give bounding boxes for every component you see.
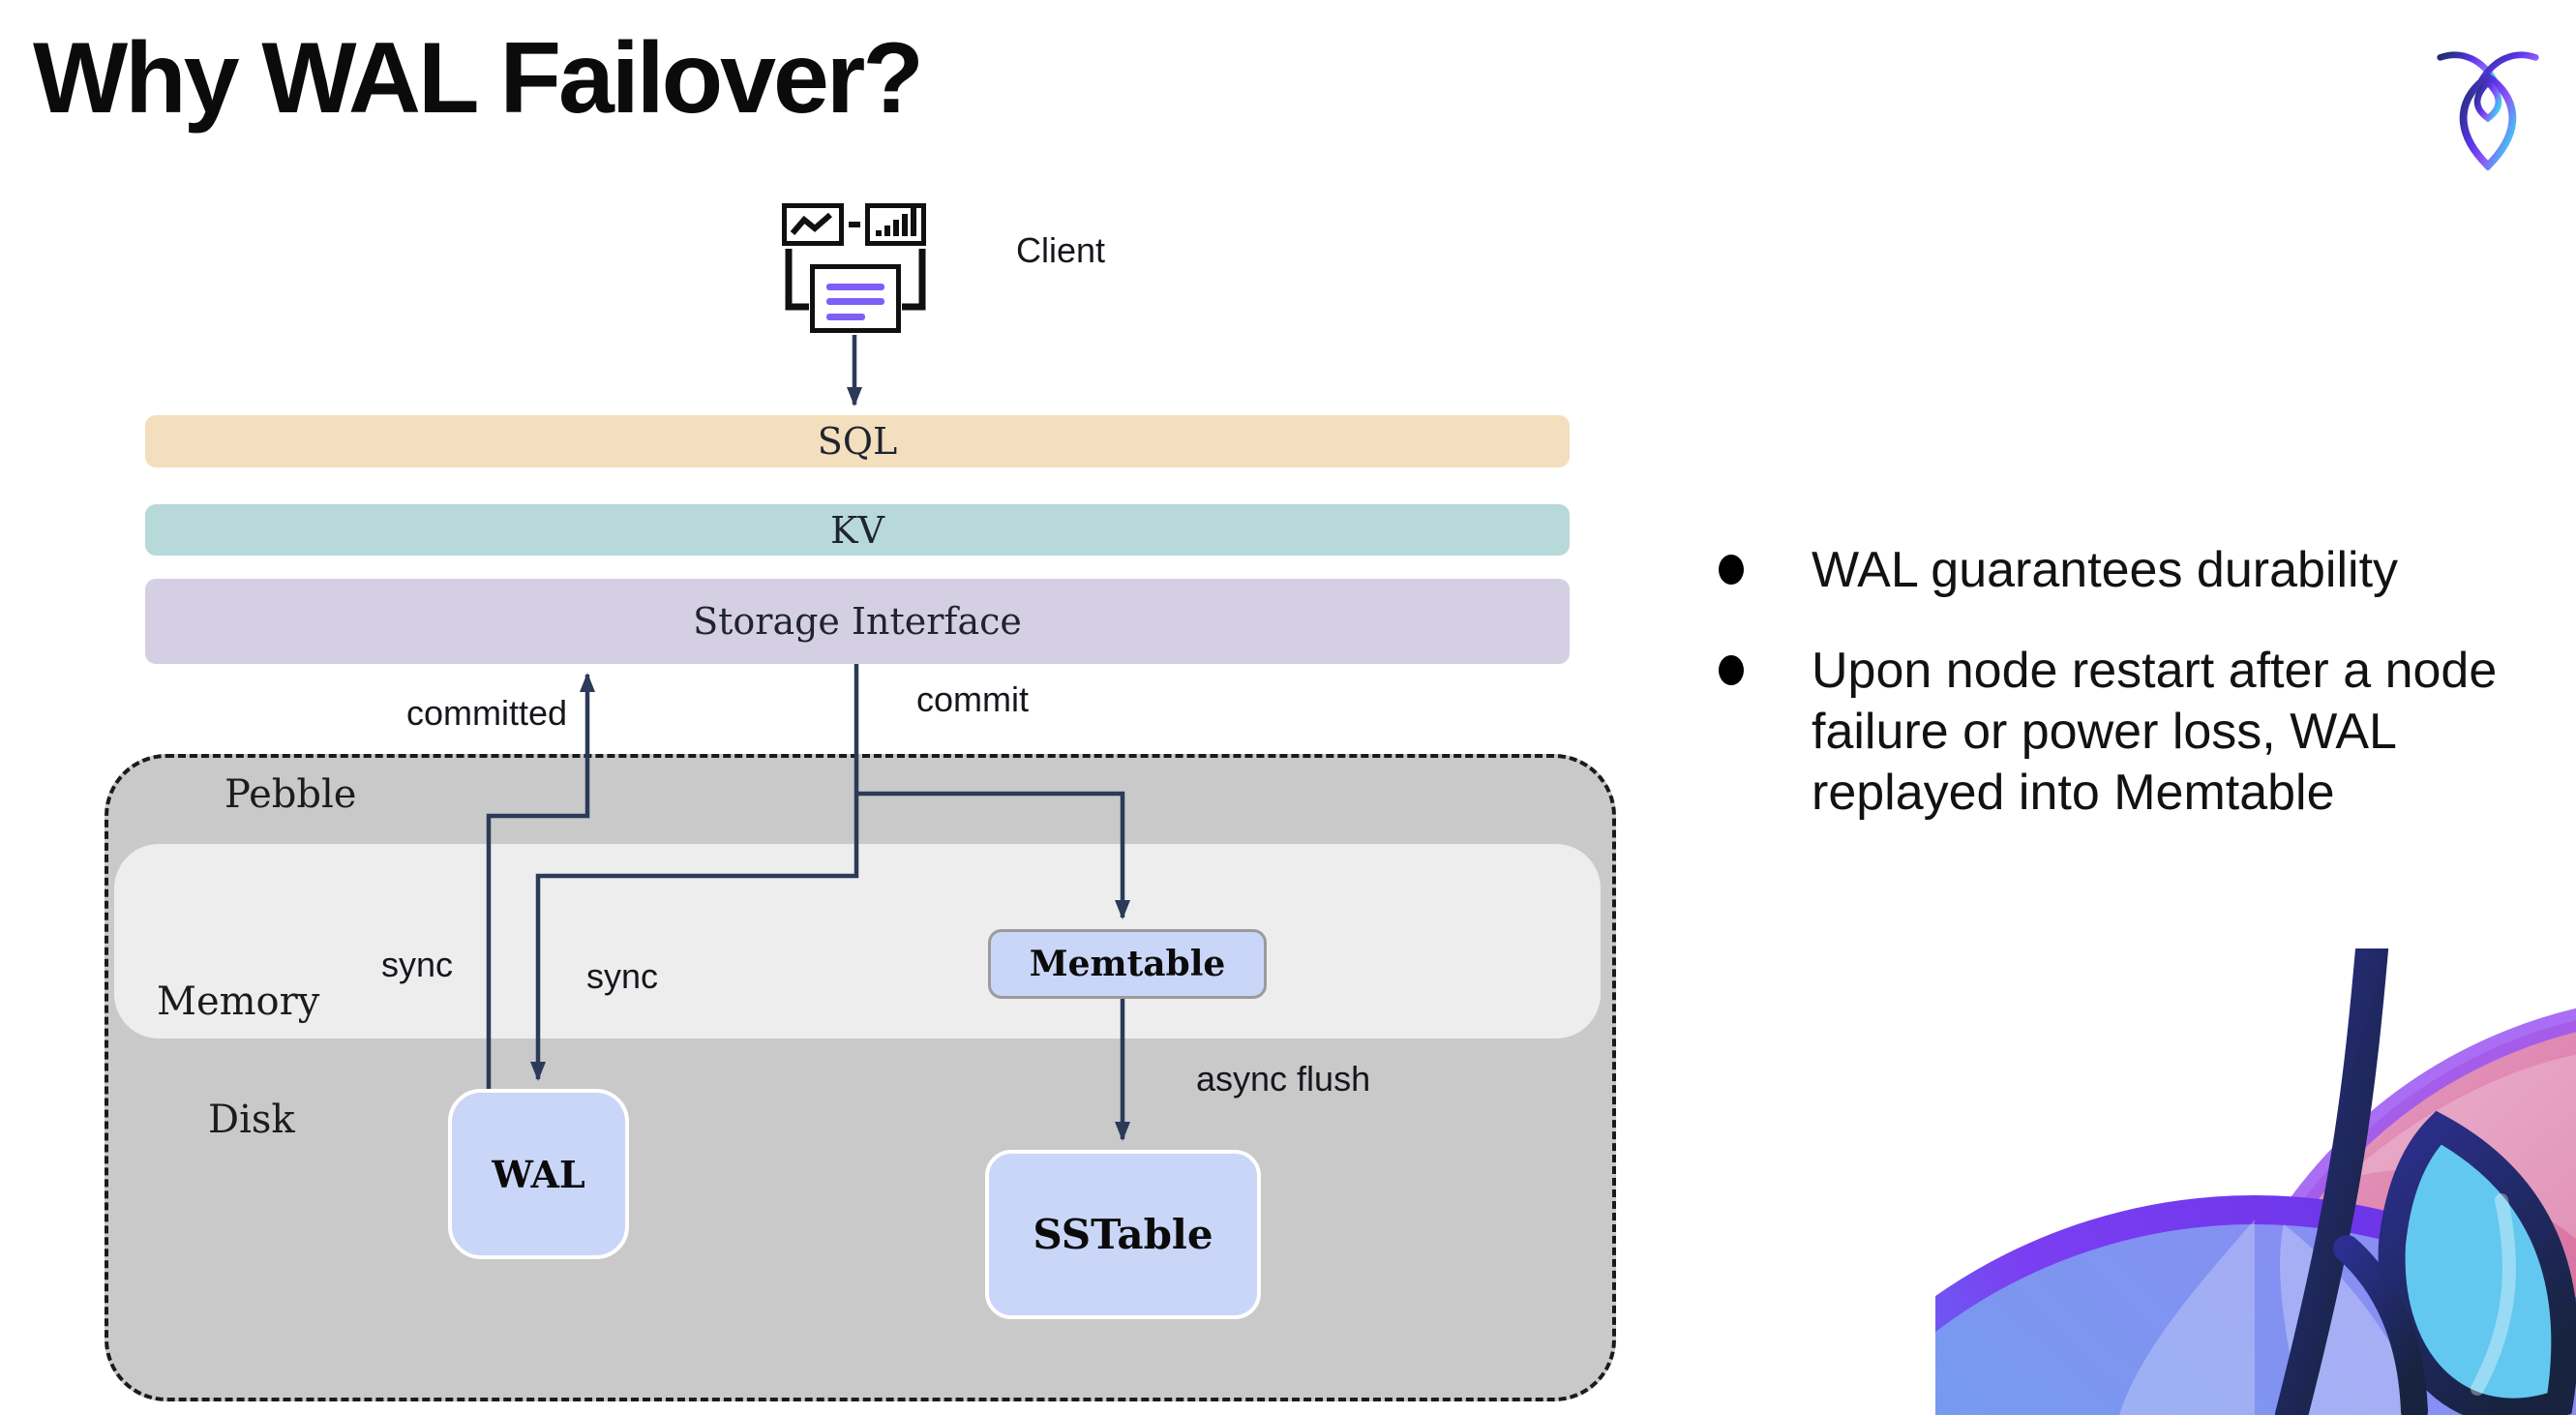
document-icon [810,264,901,333]
commit-label: commit [916,679,1029,719]
memory-label: Memory [157,979,320,1024]
disk-label: Disk [208,1098,295,1142]
cockroachdb-logo-icon [2437,51,2539,170]
bullet-text: WAL guarantees durability [1812,542,2399,598]
bullet-dot [1719,655,1744,685]
layer-kv: KV [145,504,1570,556]
layer-storage-interface: Storage Interface [145,579,1570,664]
bullet-item: Upon node restart after a node failure o… [1695,641,2532,824]
sync-label-left: sync [381,945,454,984]
layer-sql: SQL [145,415,1570,467]
line-chart-icon [782,203,844,246]
bracket-icon [785,249,926,311]
client-label: Client [1016,230,1106,270]
bar-chart-icon [865,203,926,246]
corner-brand-graphic [1935,948,2576,1415]
bullet-dot [1719,555,1744,585]
page-title: Why WAL Failover? [33,22,924,135]
pebble-label: Pebble [225,772,357,817]
dash-connector [849,222,860,227]
memory-band [114,844,1601,1039]
bullet-text: Upon node restart after a node failure o… [1812,643,2498,821]
memtable-box: Memtable [988,929,1267,999]
wal-box: WAL [448,1089,629,1259]
sync-label-right: sync [586,956,659,996]
async-flush-label: async flush [1196,1059,1371,1099]
client-icon [782,198,929,339]
bullet-item: WAL guarantees durability [1695,540,2532,601]
sstable-box: SSTable [985,1150,1261,1319]
committed-label: committed [406,693,568,733]
